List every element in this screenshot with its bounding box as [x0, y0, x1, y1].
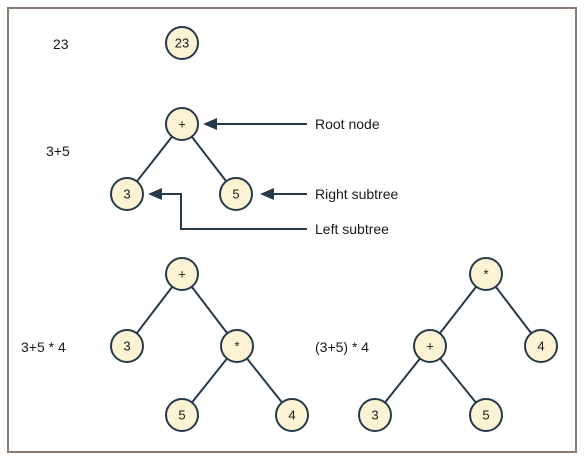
node-t4-plus: +: [413, 329, 447, 363]
node-t2-right-label: 5: [232, 187, 239, 202]
expression-label-3: 3+5 * 4: [21, 339, 66, 355]
node-t2-root: +: [165, 107, 199, 141]
node-t2-right: 5: [219, 177, 253, 211]
node-t3-mul-label: *: [234, 339, 239, 354]
annotation-right-subtree: Right subtree: [315, 186, 399, 202]
node-t4-plus-right: 5: [469, 398, 503, 432]
node-t4-right: 4: [524, 329, 558, 363]
node-t2-left: 3: [110, 177, 144, 211]
node-t4-plus-left-label: 3: [371, 408, 378, 423]
node-t3-root: +: [165, 257, 199, 291]
node-t4-plus-right-label: 5: [482, 408, 489, 423]
node-t4-root-label: *: [483, 267, 488, 282]
node-t3-mul-left-label: 5: [178, 408, 185, 423]
annotation-root-node: Root node: [315, 116, 380, 132]
node-t3-mul-right-label: 4: [288, 408, 295, 423]
pointer-right-subtree: [260, 188, 307, 200]
node-t4-right-label: 4: [537, 339, 544, 354]
expression-label-2: 3+5: [46, 143, 70, 159]
expression-label-1: 23: [53, 36, 69, 52]
node-t2-root-label: +: [178, 117, 186, 132]
node-t4-root: *: [469, 257, 503, 291]
node-t3-mul-right: 4: [275, 398, 309, 432]
node-t3-left: 3: [110, 329, 144, 363]
node-t3-mul: *: [220, 329, 254, 363]
node-t4-plus-label: +: [426, 339, 434, 354]
node-t3-left-label: 3: [123, 339, 130, 354]
node-t2-left-label: 3: [123, 187, 130, 202]
node-t1-root: 23: [165, 26, 199, 60]
annotation-left-subtree: Left subtree: [315, 221, 389, 237]
node-t3-root-label: +: [178, 267, 186, 282]
node-t4-plus-left: 3: [358, 398, 392, 432]
expression-label-4: (3+5) * 4: [315, 339, 370, 355]
pointer-root-node: [203, 118, 307, 130]
node-t3-mul-left: 5: [165, 398, 199, 432]
node-t1-root-label: 23: [175, 36, 189, 51]
pointer-left-subtree: [148, 188, 307, 230]
